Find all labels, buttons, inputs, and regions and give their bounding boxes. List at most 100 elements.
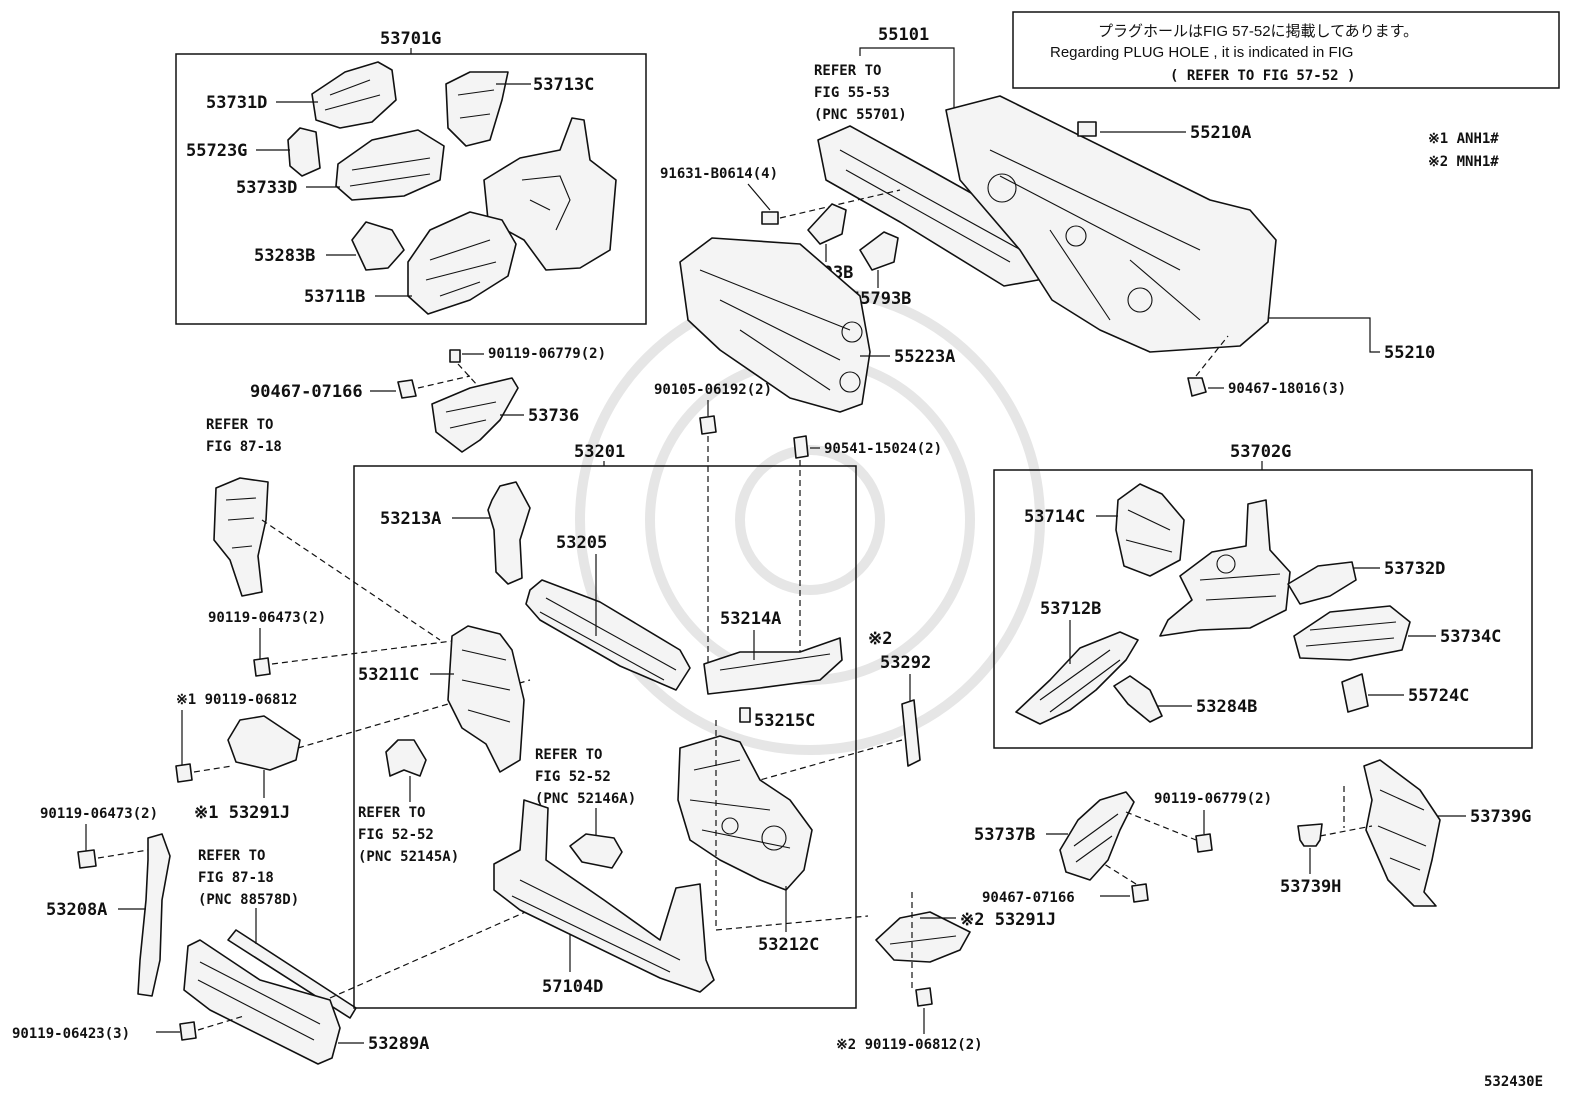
part-53215C — [739, 707, 751, 723]
notice-line-2: Regarding PLUG HOLE , it is indicated in… — [1050, 44, 1353, 61]
ref-52146A-line3: (PNC 52146A) — [535, 791, 636, 807]
group-label-53701G: 53701G — [380, 29, 441, 49]
ref-55701-line3: (PNC 55701) — [814, 107, 907, 123]
label-55223A: 55223A — [894, 347, 955, 367]
part-53283B — [351, 221, 405, 271]
part-53737B — [1059, 791, 1135, 881]
left-side-parts: REFER TO FIG 87-18 90119-06473(2) ※1 901… — [12, 417, 531, 1065]
label-90541-15024: 90541-15024(2) — [824, 441, 942, 457]
bolt-91631-B0614 — [761, 211, 779, 225]
ref-55701-line1: REFER TO — [814, 63, 881, 79]
part-53284B — [1113, 675, 1163, 723]
nut-90467-07166-b — [1131, 883, 1149, 903]
label-53289A: 53289A — [368, 1034, 429, 1054]
label-53213A: 53213A — [380, 509, 441, 529]
bolt-90119-06779-b — [1195, 833, 1213, 853]
label-53736: 53736 — [528, 406, 579, 426]
part-53734C — [1293, 605, 1411, 661]
label-90119-06423: 90119-06423(3) — [12, 1026, 130, 1042]
part-53711B-apron — [483, 117, 617, 271]
label-53208A: 53208A — [46, 900, 107, 920]
label-90119-06812-b: ※2 90119-06812(2) — [836, 1037, 983, 1053]
variant-note-1: ※1 ANH1# — [1428, 131, 1499, 147]
lower-right-parts: 53737B 90119-06779(2) 90467-07166 53739G… — [836, 759, 1531, 1053]
group-53701G: 53701G 53731D 53713C 55723G 53733D 53283… — [175, 29, 647, 325]
group-53702G: 53702G 53714C 53732D 53712B 53734C 53284… — [993, 442, 1533, 749]
bolt-90119-06423 — [179, 1021, 197, 1041]
label-53712B: 53712B — [1040, 599, 1101, 619]
notice-frame — [1012, 11, 1560, 89]
group-label-53201: 53201 — [574, 442, 625, 462]
ref-52145A-line2: FIG 52-52 — [358, 827, 434, 843]
label-90119-06473-b: 90119-06473(2) — [40, 806, 158, 822]
mark-2: ※2 — [868, 629, 892, 649]
label-55724C: 55724C — [1408, 686, 1469, 706]
label-90119-06473-a: 90119-06473(2) — [208, 610, 326, 626]
group-label-53702G: 53702G — [1230, 442, 1291, 462]
label-90467-18016: 90467-18016(3) — [1228, 381, 1346, 397]
label-90119-06812-a: ※1 90119-06812 — [176, 692, 297, 708]
part-53292 — [901, 699, 921, 767]
part-53214A — [703, 637, 843, 695]
label-53291J-a: ※1 53291J — [194, 803, 290, 823]
part-53714C — [1115, 483, 1185, 577]
part-group-53292: ※2 53292 — [759, 629, 931, 781]
part-53211C — [447, 625, 525, 773]
label-53733D: 53733D — [236, 178, 297, 198]
label-53739H: 53739H — [1280, 877, 1341, 897]
ref-52146A-line2: FIG 52-52 — [535, 769, 611, 785]
label-53739G: 53739G — [1470, 807, 1531, 827]
bolt-90119-06779-a — [449, 349, 461, 363]
part-53208A — [137, 833, 171, 997]
nut-90467-07166-a — [397, 379, 417, 399]
ref-52146A-line1: REFER TO — [535, 747, 602, 763]
label-53291J-b: ※2 53291J — [960, 910, 1056, 930]
label-53214A: 53214A — [720, 609, 781, 629]
part-53291J-b — [875, 911, 971, 963]
part-52146A-bracket — [569, 833, 623, 869]
label-53205: 53205 — [556, 533, 607, 553]
part-52145A-bracket — [385, 739, 427, 777]
group-55101: 55101 REFER TO FIG 55-53 (PNC 55701) 552… — [660, 25, 1435, 413]
label-53292: 53292 — [880, 653, 931, 673]
group-frame-53702G — [993, 469, 1533, 749]
label-55210A: 55210A — [1190, 123, 1251, 143]
ref-88578D-line3: (PNC 88578D) — [198, 892, 299, 908]
part-53739G — [1363, 759, 1441, 907]
part-53205 — [525, 579, 691, 691]
label-53284B: 53284B — [1196, 697, 1257, 717]
part-55210-dash-panel — [945, 95, 1277, 353]
part-55793B-a — [807, 203, 847, 245]
label-53211C: 53211C — [358, 665, 419, 685]
notice-line-3: ( REFER TO FIG 57-52 ) — [1170, 68, 1355, 84]
bolt-90119-06812-a — [175, 763, 193, 783]
ref-55701-line2: FIG 55-53 — [814, 85, 890, 101]
label-90119-06779-a: 90119-06779(2) — [488, 346, 606, 362]
label-53212C: 53212C — [758, 935, 819, 955]
label-53714C: 53714C — [1024, 507, 1085, 527]
part-53291J-a — [227, 715, 301, 771]
group-frame-53201 — [353, 465, 857, 1009]
ref-52145A-line3: (PNC 52145A) — [358, 849, 459, 865]
clip-90467-18016 — [1187, 377, 1207, 397]
part-55723G — [287, 127, 321, 177]
variant-note-2: ※2 MNH1# — [1428, 154, 1499, 170]
part-seal-8718 — [213, 477, 269, 597]
bolt-90119-06812-b — [915, 987, 933, 1007]
label-53737B: 53737B — [974, 825, 1035, 845]
label-53731D: 53731D — [206, 93, 267, 113]
part-53713C — [445, 71, 509, 147]
bolt-90541-15024 — [793, 435, 809, 459]
ref-88578D-line2: FIG 87-18 — [198, 870, 274, 886]
ref-52145A-line1: REFER TO — [358, 805, 425, 821]
label-55723G: 55723G — [186, 141, 247, 161]
group-label-55210: 55210 — [1384, 343, 1435, 363]
part-53736 — [431, 377, 519, 453]
label-55793B-b: 55793B — [850, 289, 911, 309]
label-57104D: 57104D — [542, 977, 603, 997]
ref-88578D-line1: REFER TO — [198, 848, 265, 864]
part-53212C — [677, 735, 813, 891]
part-53712B — [1015, 631, 1139, 725]
